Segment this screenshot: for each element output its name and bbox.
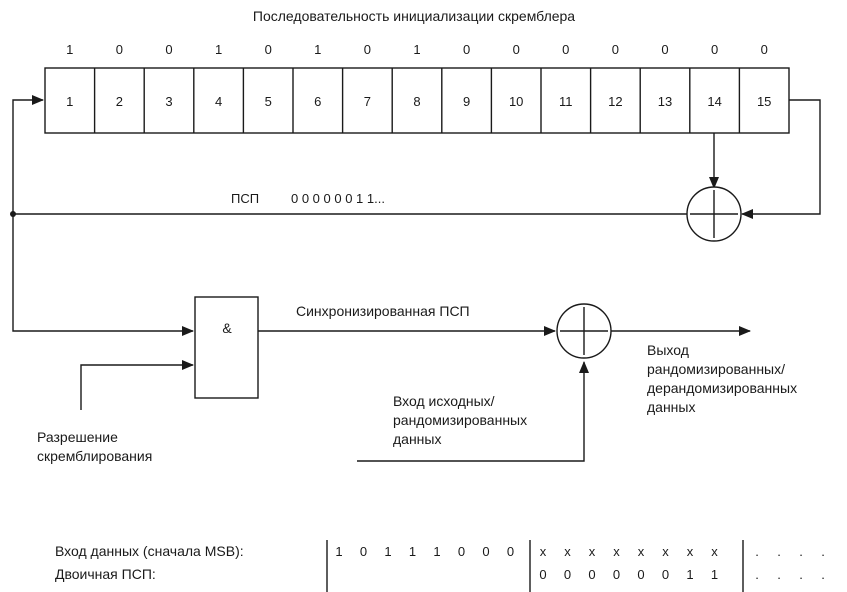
init-bit-13: 0 (661, 42, 668, 57)
output-xor (556, 303, 612, 359)
table-cell: . (799, 567, 803, 582)
init-bit-7: 0 (364, 42, 371, 57)
table-cell: x (540, 544, 547, 559)
register-cell-7: 7 (364, 94, 371, 109)
table-cell: x (662, 544, 669, 559)
data-input-line (357, 361, 589, 462)
init-bit-15: 0 (761, 42, 768, 57)
init-bit-12: 0 (612, 42, 619, 57)
table-cell: x (638, 544, 645, 559)
init-bits-row: 1 0 0 1 0 1 0 1 0 0 0 0 0 0 0 (66, 42, 768, 57)
init-bit-9: 0 (463, 42, 470, 57)
table-cell: 0 (564, 567, 571, 582)
table-cell: 0 (458, 544, 465, 559)
register-cell-13: 13 (658, 94, 672, 109)
feedback-xor (686, 186, 742, 242)
output-label-4: данных (647, 399, 695, 415)
register-cell-15: 15 (757, 94, 771, 109)
register-cell-4: 4 (215, 94, 222, 109)
table-cell: . (777, 567, 781, 582)
input-label-1: Вход исходных/ (393, 393, 495, 409)
output-label-2: рандомизированных/ (647, 361, 785, 377)
register-input-line (12, 95, 44, 214)
input-label-2: рандомизированных (393, 412, 527, 428)
table-cell: 0 (507, 544, 514, 559)
register-cell-6: 6 (314, 94, 321, 109)
and-gate-symbol: & (222, 320, 232, 336)
table-cell: 1 (409, 544, 416, 559)
table-cell: 1 (686, 567, 693, 582)
table-cell: x (613, 544, 620, 559)
table-cell: 0 (482, 544, 489, 559)
table-cell: . (821, 567, 825, 582)
table-cell: x (589, 544, 596, 559)
table-cell: 1 (384, 544, 391, 559)
table-cell: x (687, 544, 694, 559)
table-cell: x (564, 544, 571, 559)
tap-15-line (741, 99, 821, 219)
init-bit-2: 0 (116, 42, 123, 57)
table-cells: 1 0 1 1 1 0 0 0 x x x x x x x x.... 0 0 0 0 0 0 1 1.... (335, 544, 824, 582)
init-bit-14: 0 (711, 42, 718, 57)
table-cell: . (755, 544, 759, 559)
enable-label-1: Разрешение (37, 429, 118, 445)
table-cell: 0 (637, 567, 644, 582)
register-cell-11: 11 (559, 94, 573, 109)
init-bit-1: 1 (66, 42, 73, 57)
register-cell-1: 1 (66, 94, 73, 109)
register-cell-8: 8 (413, 94, 420, 109)
init-bit-10: 0 (513, 42, 520, 57)
table-cell: 0 (588, 567, 595, 582)
enable-label-2: скремблирования (37, 448, 152, 464)
init-bit-6: 1 (314, 42, 321, 57)
init-bit-11: 0 (562, 42, 569, 57)
table-row-2-label: Двоичная ПСП: (55, 566, 156, 582)
register-outline (44, 67, 790, 134)
register-cell-5: 5 (265, 94, 272, 109)
sync-psp-label: Синхронизированная ПСП (296, 303, 470, 319)
init-bit-8: 1 (413, 42, 420, 57)
register-cell-3: 3 (165, 94, 172, 109)
register-cell-14: 14 (707, 94, 721, 109)
table-cell: 1 (711, 567, 718, 582)
register-cell-2: 2 (116, 94, 123, 109)
register-cell-10: 10 (509, 94, 523, 109)
table-cell: . (755, 567, 759, 582)
register-cell-9: 9 (463, 94, 470, 109)
table-cell: 0 (613, 567, 620, 582)
output-label-1: Выход (647, 342, 689, 358)
and-gate: & (194, 296, 259, 399)
table-cell: 0 (662, 567, 669, 582)
table-cell: 1 (335, 544, 342, 559)
diagram-title: Последовательность инициализации скрембл… (253, 8, 575, 24)
table-cell: . (821, 544, 825, 559)
init-bit-5: 0 (265, 42, 272, 57)
table-row-1-label: Вход данных (сначала MSB): (55, 543, 244, 559)
table-cell: . (777, 544, 781, 559)
input-label-3: данных (393, 431, 441, 447)
psp-value: 0 0 0 0 0 0 1 1... (291, 191, 385, 206)
table-cell: 0 (539, 567, 546, 582)
table-cell: x (711, 544, 718, 559)
bit-table: Вход данных (сначала MSB): Двоичная ПСП:… (55, 540, 825, 592)
psp-to-and-line (12, 214, 194, 336)
init-bit-3: 0 (165, 42, 172, 57)
register-cell-12: 12 (608, 94, 622, 109)
table-cell: . (799, 544, 803, 559)
table-cell: 0 (360, 544, 367, 559)
table-cell: 1 (433, 544, 440, 559)
init-bit-4: 1 (215, 42, 222, 57)
enable-line (80, 360, 194, 410)
output-label-3: дерандомизированных (647, 380, 797, 396)
psp-label: ПСП (231, 191, 259, 206)
